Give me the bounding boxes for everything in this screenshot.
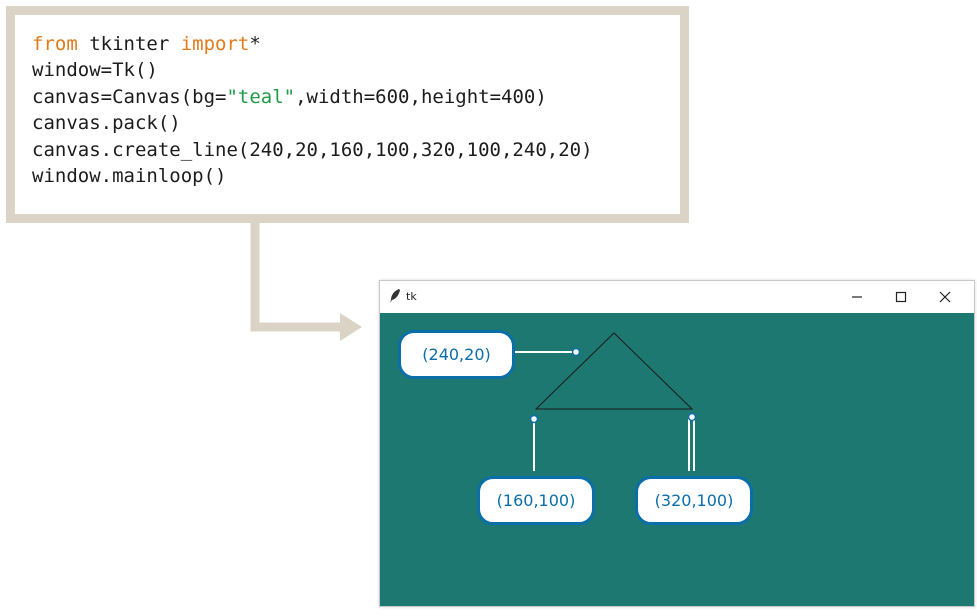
anchor-dot-right (687, 412, 697, 422)
anchor-dot-left (529, 414, 539, 424)
code-text: tkinter (77, 33, 181, 55)
window-title: tk (406, 290, 417, 303)
code-line: canvas.pack() (32, 110, 680, 136)
code-keyword: from (32, 33, 78, 55)
coordinate-label-top: (240,20) (398, 330, 515, 379)
code-line: canvas.create_line(240,20,160,100,320,10… (32, 137, 680, 163)
code-text: canvas.pack() (32, 112, 181, 135)
anchor-dot-top (571, 347, 581, 357)
triangle-line (534, 332, 694, 410)
code-text: window=Tk() (32, 59, 158, 82)
code-panel: from tkinter import* window=Tk() canvas=… (6, 6, 689, 223)
connector-line (250, 222, 340, 332)
code-string: "teal" (226, 85, 296, 108)
code-line: from tkinter import* (32, 31, 680, 57)
tk-canvas[interactable] (380, 313, 974, 606)
code-line: window.mainloop() (32, 163, 680, 189)
code-text: canvas=Canvas(bg= (32, 85, 227, 108)
code-text: ,width=600,height=400) (295, 85, 547, 108)
minimize-icon[interactable] (840, 285, 874, 309)
coordinate-label-right: (320,100) (635, 476, 753, 525)
arrow-head-icon (340, 313, 362, 341)
code-line: window=Tk() (32, 57, 680, 83)
feather-icon (390, 289, 400, 303)
close-icon[interactable] (928, 285, 962, 309)
code-text: window.mainloop() (32, 165, 227, 188)
code-text: * (249, 33, 261, 55)
coordinate-label-left: (160,100) (477, 476, 595, 525)
maximize-icon[interactable] (884, 285, 918, 309)
code-keyword: import (180, 33, 250, 55)
code-line: canvas=Canvas(bg="teal",width=600,height… (32, 84, 680, 110)
code-text: canvas.create_line(240,20,160,100,320,10… (32, 138, 593, 161)
title-bar[interactable]: tk (380, 281, 974, 313)
